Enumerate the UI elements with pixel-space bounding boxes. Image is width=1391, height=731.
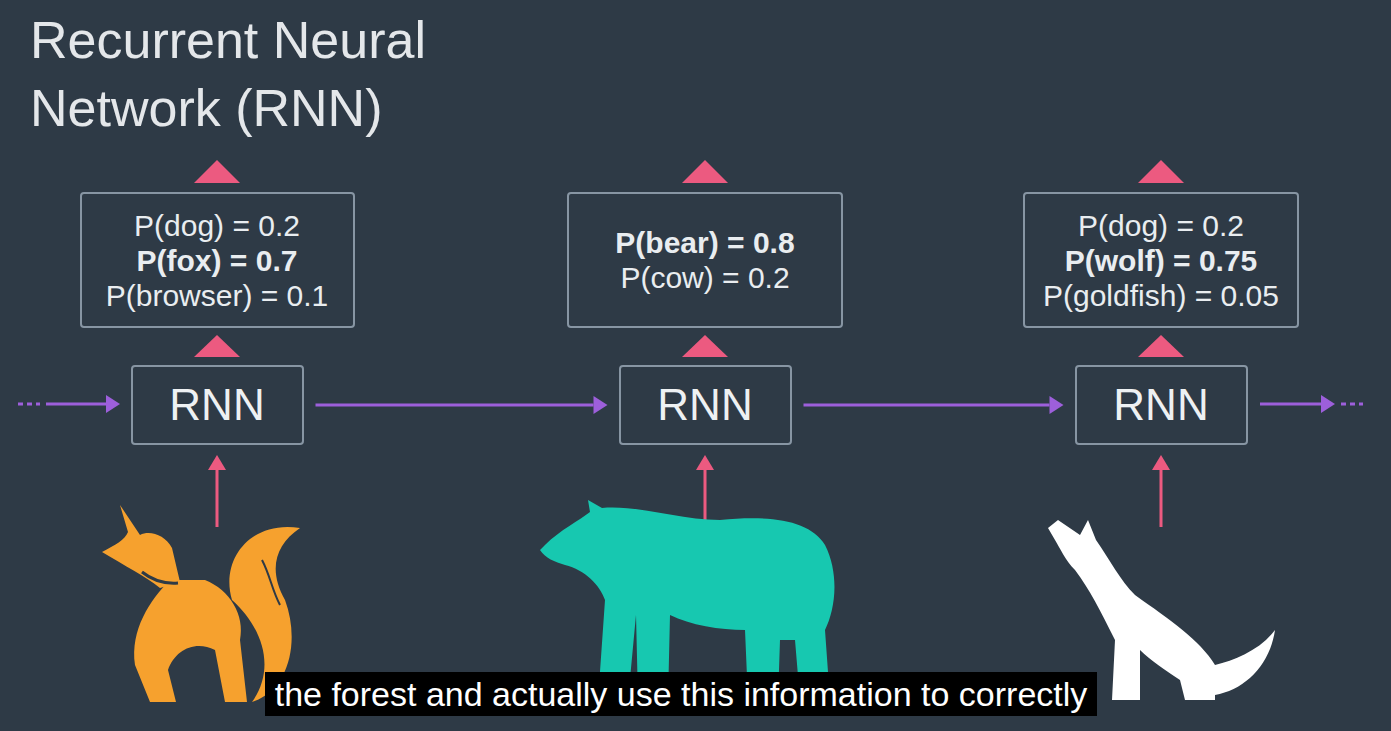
probability-line: P(fox) = 0.7 xyxy=(137,243,298,278)
bear-illustration xyxy=(540,500,834,700)
input-arrow xyxy=(704,468,707,525)
state-arrowhead xyxy=(106,395,120,413)
state-arrow xyxy=(1260,403,1321,406)
cell-label: RNN xyxy=(1113,379,1208,431)
arrow-connector xyxy=(1138,335,1184,357)
subtitle-caption: the forest and actually use this informa… xyxy=(265,672,1098,716)
probability-line: P(cow) = 0.2 xyxy=(620,260,789,295)
input-arrowhead xyxy=(696,455,714,470)
probability-box: P(bear) = 0.8P(cow) = 0.2 xyxy=(567,192,843,328)
arrow-connector xyxy=(804,396,1064,414)
state-arrow xyxy=(46,403,106,406)
output-arrowhead xyxy=(1138,160,1184,183)
fox-body xyxy=(134,580,247,702)
probability-line: P(bear) = 0.8 xyxy=(615,225,794,260)
connector-line xyxy=(316,404,594,407)
probability-line: P(dog) = 0.2 xyxy=(1078,208,1244,243)
arrowhead xyxy=(594,396,608,414)
output-arrowhead xyxy=(682,160,728,183)
diagram-title: Recurrent Neural Network (RNN) xyxy=(30,6,480,142)
cell-label: RNN xyxy=(169,379,264,431)
arrowhead xyxy=(1138,335,1184,357)
arrowhead xyxy=(682,335,728,357)
cell-label: RNN xyxy=(657,379,752,431)
output-arrowhead xyxy=(194,160,240,183)
dotted-line xyxy=(1341,403,1363,406)
fox-collar xyxy=(142,572,178,583)
rnn-cell-box: RNN xyxy=(131,365,304,445)
probability-line: P(dog) = 0.2 xyxy=(134,208,300,243)
arrow-connector xyxy=(316,396,608,414)
input-arrow xyxy=(216,468,219,527)
fox-head xyxy=(102,505,180,588)
connector-line xyxy=(804,404,1050,407)
arrowhead xyxy=(1050,396,1064,414)
input-arrowhead xyxy=(208,455,226,470)
input-arrowhead xyxy=(1152,455,1170,470)
state-arrowhead xyxy=(1321,395,1335,413)
arrow-connector xyxy=(194,335,240,357)
arrowhead xyxy=(194,335,240,357)
probability-line: P(goldfish) = 0.05 xyxy=(1043,278,1279,313)
arrow-connector xyxy=(682,335,728,357)
rnn-cell-box: RNN xyxy=(1075,365,1248,445)
input-arrow xyxy=(1160,468,1163,527)
fox-tail-line xyxy=(262,560,280,605)
dotted-line xyxy=(18,403,40,406)
probability-line: P(browser) = 0.1 xyxy=(106,278,329,313)
probability-box: P(dog) = 0.2P(fox) = 0.7P(browser) = 0.1 xyxy=(80,192,355,328)
probability-line: P(wolf) = 0.75 xyxy=(1065,243,1258,278)
rnn-cell-box: RNN xyxy=(619,365,792,445)
probability-box: P(dog) = 0.2P(wolf) = 0.75P(goldfish) = … xyxy=(1023,192,1299,328)
